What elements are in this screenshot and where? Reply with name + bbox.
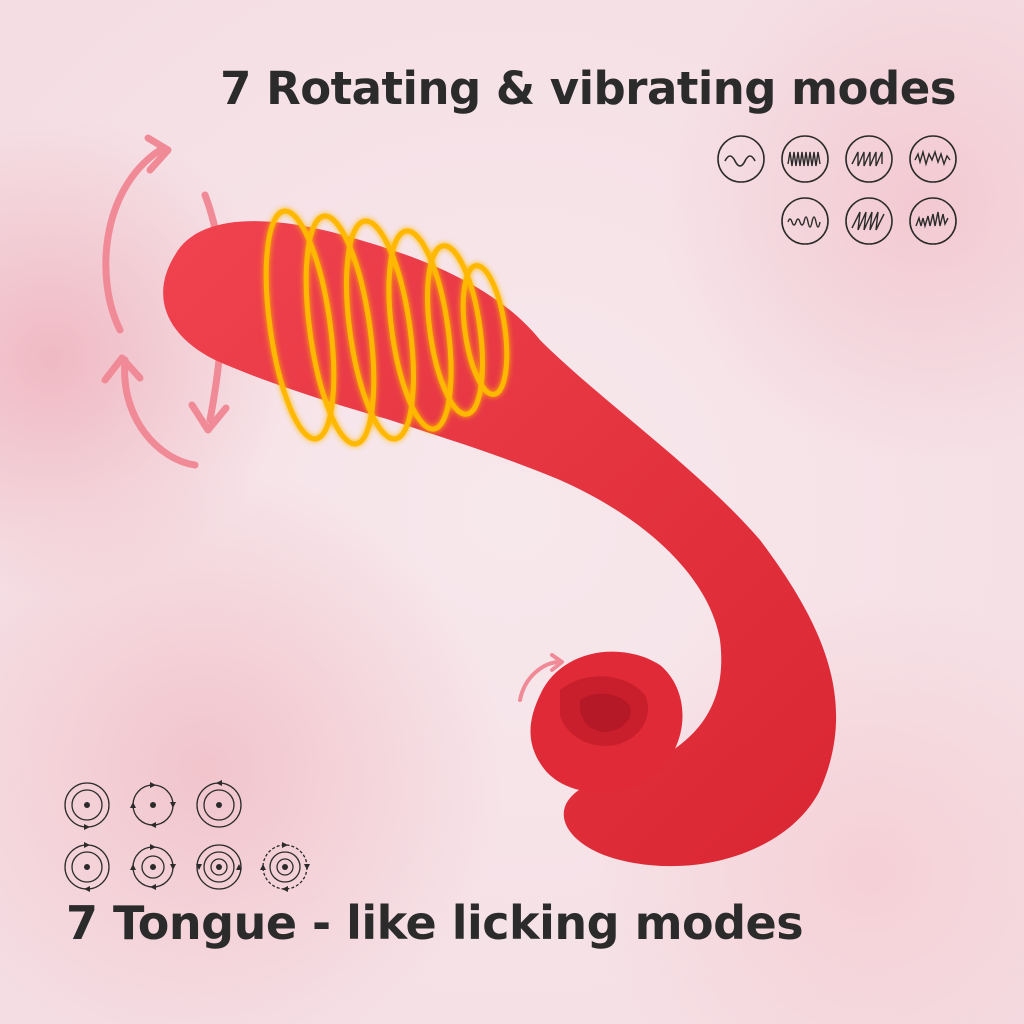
product-body [163, 221, 837, 867]
licking-mode-7-icon [260, 842, 310, 892]
wave-mode-3-icon [845, 135, 893, 183]
wave-mode-6-icon [845, 197, 893, 245]
wave-mode-4-icon [909, 135, 957, 183]
licking-mode-1-icon [64, 782, 110, 830]
licking-mode-6-icon [196, 844, 242, 890]
wave-mode-1-icon [717, 135, 765, 183]
headline-top: 7 Rotating & vibrating modes [220, 62, 956, 115]
licking-arrow-icon [518, 653, 564, 702]
wave-mode-2-icon [781, 135, 829, 183]
licking-mode-5-icon [130, 844, 176, 890]
licking-mode-3-icon [196, 780, 242, 828]
wave-mode-5-icon [781, 197, 829, 245]
licking-mode-4-icon [64, 842, 110, 892]
licking-mode-icons [62, 780, 312, 892]
vibration-mode-icons [716, 134, 960, 246]
wave-mode-7-icon [909, 197, 957, 245]
rotation-glow-rings [263, 208, 510, 447]
licking-mode-2-icon [130, 782, 176, 828]
headline-bottom: 7 Tongue - like licking modes [66, 896, 804, 950]
